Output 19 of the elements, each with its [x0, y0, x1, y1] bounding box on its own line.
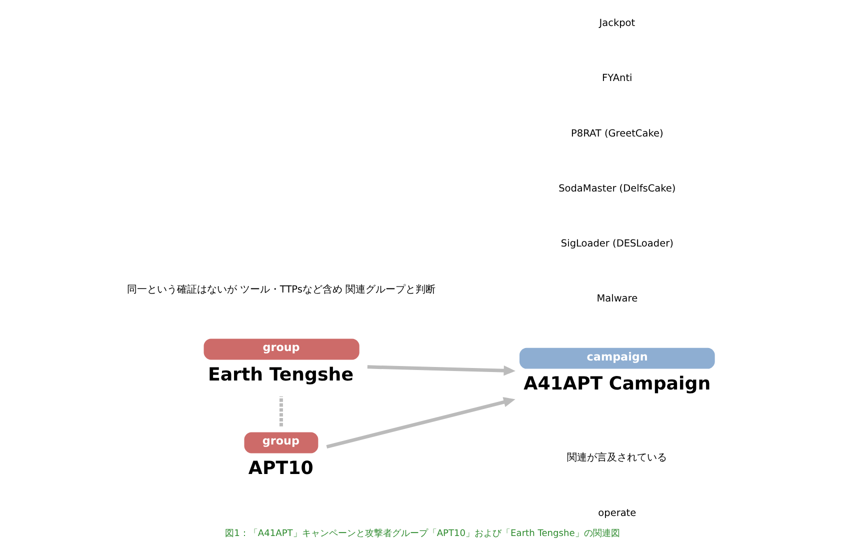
label: Jackpot	[598, 18, 635, 30]
label: SodaMaster (DelfsCake)	[558, 183, 676, 194]
label: P8RAT (GreetCake)	[570, 128, 663, 140]
label: Malware	[596, 294, 638, 305]
arrow	[366, 365, 515, 376]
label: operate	[598, 508, 636, 519]
label: 同一という確証はないが ツール・TTPsなど含め 関連グループと判断	[126, 284, 436, 296]
node-box: group	[244, 432, 318, 454]
node-label: APT10	[248, 458, 313, 480]
arrow	[326, 397, 515, 448]
connector	[278, 396, 282, 426]
label: FYAnti	[602, 73, 632, 84]
label: 関連が言及されている	[566, 452, 667, 464]
caption: 図1：「A41APT」キャンペーンと攻撃者グループ「APT10」および「Earth Tengshe」の関連図	[224, 528, 620, 539]
label: SigLoader (DESLoader)	[560, 238, 673, 250]
node-box: campaign	[518, 348, 714, 369]
node-box: group	[203, 338, 359, 360]
node-label: Earth Tengshe	[207, 364, 354, 386]
node-label: A41APT Campaign	[523, 374, 710, 395]
